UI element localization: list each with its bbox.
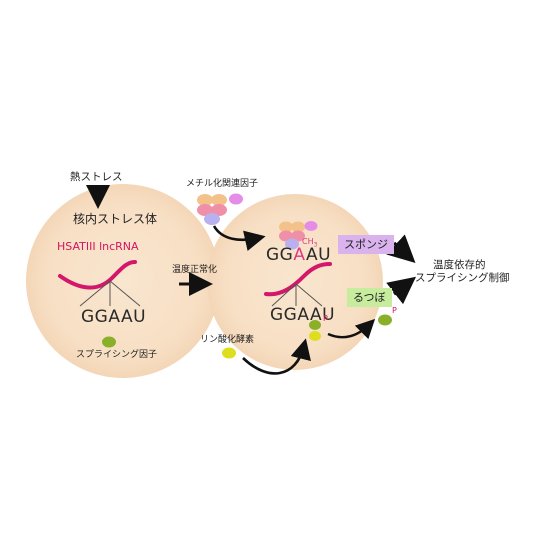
crucible-outcome-arrow	[386, 276, 417, 305]
crucible-badge: るつぼ	[347, 288, 392, 307]
left-rna-branch-left	[79, 280, 111, 307]
right-rna-branch-left	[271, 283, 297, 307]
splicing-factor-label: スプライシング因子	[76, 350, 158, 360]
released-phospho-mark: P	[392, 306, 397, 315]
right-sequence: GGAAU	[270, 305, 336, 325]
kinase-arrow	[242, 338, 311, 375]
methyl-factor-arrow	[212, 225, 266, 251]
methyl-mark-subscript: 3	[313, 241, 318, 249]
outcome-label-line1: 温度依存的	[433, 259, 486, 271]
methylated-adenosine: A	[293, 245, 306, 265]
bound-factor-green	[309, 320, 321, 330]
temp-normalization-label: 温度正常化	[172, 265, 218, 275]
kinase-label: リン酸化酵素	[200, 335, 255, 345]
left-stress-body	[26, 184, 220, 378]
left-sequence: GGAAU	[81, 307, 147, 327]
left-rna-curve	[58, 260, 137, 290]
left-body-title: 核内ストレス体	[73, 212, 158, 226]
outcome-label-line2: スプライシング制御	[415, 272, 510, 284]
bound-methyl-cluster	[279, 221, 318, 250]
released-factor	[378, 314, 392, 326]
splicing-factor-blob	[102, 336, 116, 348]
release-arrow	[327, 318, 376, 340]
methyl-mark-text: CH	[302, 237, 314, 246]
sponge-badge: スポンジ	[338, 235, 394, 254]
methyl-factor-cluster	[197, 193, 243, 225]
methyl-factor-label: メチル化関連因子	[186, 179, 259, 189]
methylated-seq-suffix: AU	[305, 245, 332, 265]
left-rna-branch-right	[109, 280, 141, 307]
heat-stress-label: 熱ストレス	[70, 171, 123, 183]
left-rna-label: HSATIII lncRNA	[57, 240, 139, 253]
methylated-seq-prefix: GG	[266, 245, 294, 265]
sponge-outcome-arrow	[386, 234, 416, 263]
methylated-sequence: GGAAU	[266, 247, 331, 264]
bound-phospho-mark: P	[323, 314, 328, 323]
right-rna-curve	[264, 262, 332, 297]
kinase-blob	[222, 347, 236, 359]
right-rna-branch-right	[295, 283, 323, 307]
methyl-mark: CH3	[302, 238, 317, 249]
bound-factor-yellow	[309, 331, 321, 341]
